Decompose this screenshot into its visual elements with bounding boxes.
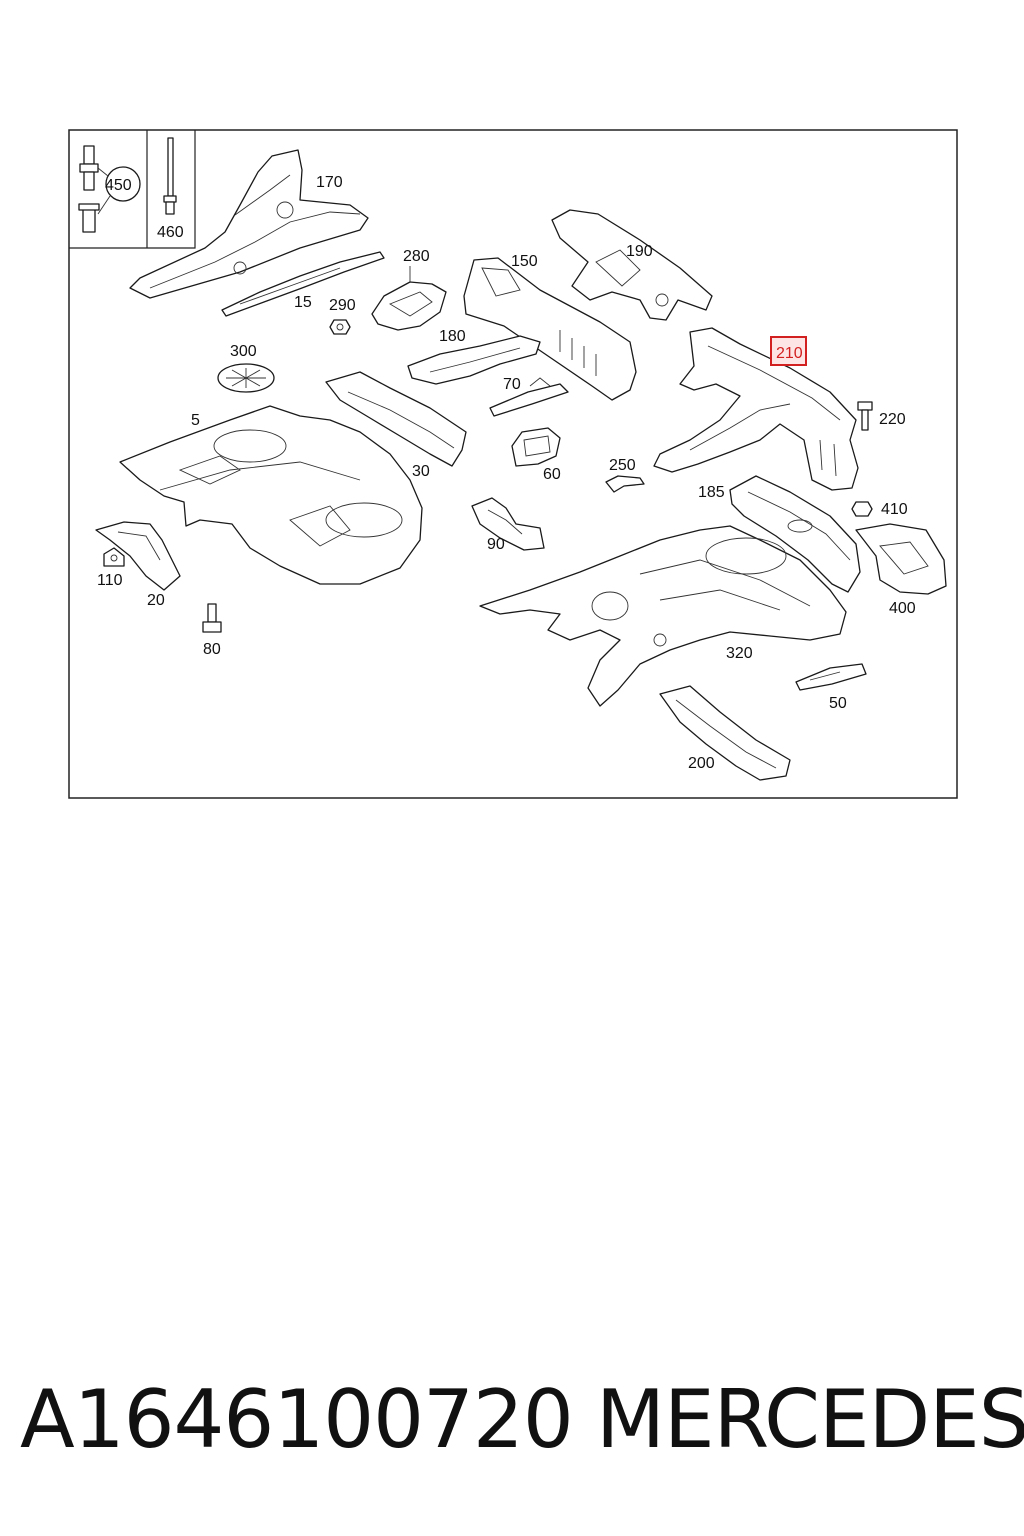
callout-460: 460 [157, 224, 184, 241]
callout-30: 30 [412, 463, 430, 480]
diagram-canvas: 450 460 170 15 280 290 150 190 180 300 2… [68, 129, 958, 799]
callout-180: 180 [439, 328, 466, 345]
callout-5: 5 [191, 412, 200, 429]
part-50 [795, 663, 867, 691]
part-200 [659, 685, 791, 781]
callout-250: 250 [609, 457, 636, 474]
callout-15: 15 [294, 294, 312, 311]
callout-150: 150 [511, 253, 538, 270]
part-290 [329, 319, 351, 335]
callout-400: 400 [889, 600, 916, 617]
part-20 [95, 521, 181, 591]
part-60 [511, 427, 561, 467]
part-185 [729, 475, 861, 593]
callout-110: 110 [97, 572, 123, 589]
diagram-frame [68, 129, 958, 799]
callout-80: 80 [203, 641, 221, 658]
callout-280: 280 [403, 248, 430, 265]
footer: A1646100720 MERCEDES [0, 1370, 1024, 1470]
part-190 [551, 209, 713, 321]
callout-190: 190 [626, 243, 653, 260]
callout-70: 70 [503, 376, 521, 393]
stud-450-part [78, 145, 141, 233]
inset-box [69, 130, 196, 249]
callout-410: 410 [881, 501, 908, 518]
callout-300: 300 [230, 343, 257, 360]
callout-20: 20 [147, 592, 165, 609]
bolt-460-part [163, 137, 177, 215]
part-220 [857, 401, 873, 431]
callout-60: 60 [543, 466, 561, 483]
part-210 [653, 327, 859, 491]
callout-185: 185 [698, 484, 725, 501]
part-15 [221, 251, 385, 317]
callout-450: 450 [105, 177, 132, 194]
parts-diagram: 450 460 170 15 280 290 150 190 180 300 2… [68, 129, 958, 799]
callout-220: 220 [879, 411, 906, 428]
callout-50: 50 [829, 695, 847, 712]
part-110 [103, 547, 125, 567]
part-320 [479, 525, 847, 707]
part-280 [371, 266, 447, 331]
part-80 [202, 603, 222, 633]
callout-210-highlight [770, 336, 807, 366]
brand-name: MERCEDES [596, 1373, 1024, 1466]
part-90 [471, 497, 545, 551]
part-30 [325, 371, 467, 467]
part-410 [851, 501, 873, 517]
part-300 [217, 363, 275, 393]
part-70 [489, 377, 569, 417]
part-400 [855, 523, 947, 595]
callout-200: 200 [688, 755, 715, 772]
part-250 [605, 475, 645, 493]
callout-320: 320 [726, 645, 753, 662]
part-number: A1646100720 [20, 1373, 574, 1466]
part-180 [407, 335, 541, 385]
part-170 [129, 149, 369, 299]
callout-90: 90 [487, 536, 505, 553]
callout-210: 210 [776, 345, 803, 362]
part-150 [463, 257, 637, 401]
callout-170: 170 [316, 174, 343, 191]
callout-290: 290 [329, 297, 356, 314]
part-5 [119, 405, 423, 585]
